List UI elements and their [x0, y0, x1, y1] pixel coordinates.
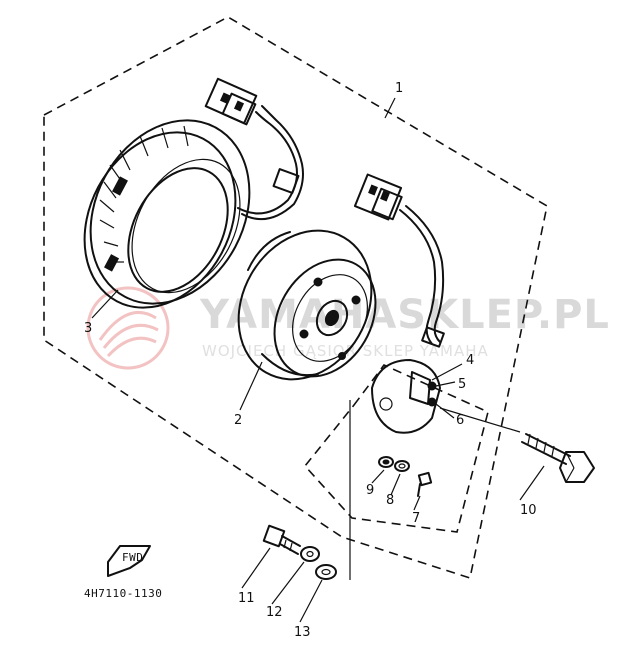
watermark: YAMAHASKLEP.PL WOJCIECH GĄSIOR SKLEP YAM… [86, 286, 610, 370]
rotor-flywheel [237, 229, 377, 381]
part-label-4: 4 [466, 353, 474, 368]
rotor-bolt [521, 433, 595, 483]
fwd-marker: FWD [122, 551, 143, 564]
part-label-5: 5 [458, 377, 466, 392]
mount-hardware [262, 524, 337, 580]
stator-wire-harness [204, 77, 304, 221]
part-label-11: 11 [238, 591, 255, 606]
pickup-assembly-boundary [303, 364, 489, 533]
part-label-12: 12 [266, 605, 283, 620]
part-label-13: 13 [294, 625, 311, 640]
part-label-9: 9 [366, 483, 374, 498]
watermark-text: YAMAHASKLEP.PL [199, 292, 610, 338]
part-label-6: 6 [456, 413, 464, 428]
pickup-coil [371, 359, 441, 434]
diagram-code: 4H7110-1130 [84, 587, 162, 600]
pickup-connector-icon [353, 173, 403, 221]
stator-coil [83, 119, 251, 309]
part-label-10: 10 [520, 503, 537, 518]
fwd-arrow-icon: FWD [107, 545, 151, 577]
watermark-logo-icon [86, 286, 170, 370]
part-labels: 1 2 3 4 5 6 7 8 9 10 11 12 13 [84, 81, 537, 640]
stator-connector-icon [204, 77, 258, 126]
part-label-2: 2 [234, 413, 242, 428]
pickup-wire-harness [353, 173, 445, 348]
part-label-1: 1 [395, 81, 403, 96]
part-label-8: 8 [386, 493, 394, 508]
part-label-3: 3 [84, 321, 92, 336]
part-label-7: 7 [412, 511, 420, 526]
watermark-subtext: WOJCIECH GĄSIOR SKLEP YAMAHA [202, 342, 489, 360]
pickup-hardware [378, 456, 433, 497]
leader-lines [91, 97, 545, 623]
